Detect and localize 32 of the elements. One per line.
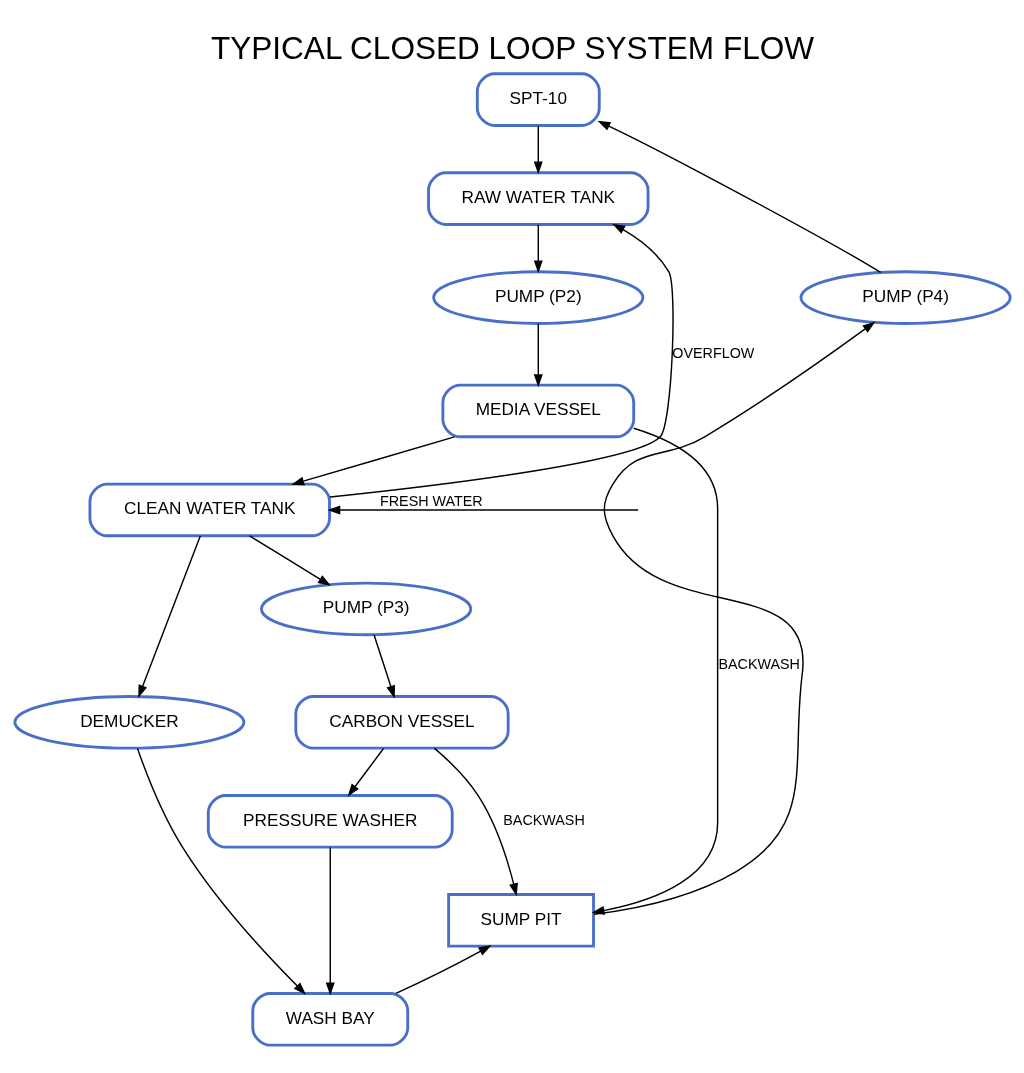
arrow [394, 945, 491, 995]
arrow [533, 322, 543, 388]
node-box: RAW WATER TANK [426, 171, 649, 226]
edge-label: FRESH WATER [379, 492, 483, 509]
edge-label: BACKWASH [502, 811, 585, 828]
node-ellipse: PUMP (P3) [259, 581, 472, 637]
edge-label: BACKWASH [718, 656, 800, 673]
node-box: SPT-10 [475, 72, 601, 127]
node-box: WASH BAY [250, 992, 409, 1047]
node-box: CLEAN WATER TANK [88, 482, 331, 538]
node-box: PRESSURE WASHER [206, 794, 454, 849]
arrow [137, 535, 201, 698]
arrow [325, 846, 335, 996]
node-ellipse: DEMUCKER [12, 695, 245, 750]
arrow [326, 505, 639, 515]
node-box: SUMP PIT [446, 893, 595, 948]
node-ellipse: PUMP (P2) [431, 270, 644, 325]
arrow [433, 747, 518, 897]
node-box: CARBON VESSEL [293, 695, 510, 750]
node-box: MEDIA VESSEL [440, 383, 635, 439]
diagram-title: TYPICAL CLOSED LOOP SYSTEM FLOW [210, 29, 814, 66]
arrow [290, 436, 455, 486]
arrow [533, 224, 543, 274]
arrow [347, 747, 384, 797]
arrow [597, 120, 881, 274]
edge-label: OVERFLOW [671, 344, 754, 361]
node-ellipse: PUMP (P4) [799, 270, 1012, 325]
arrow [328, 223, 674, 498]
arrow [533, 125, 543, 175]
arrow [372, 634, 395, 699]
arrow [248, 535, 331, 586]
arrow [136, 747, 306, 995]
